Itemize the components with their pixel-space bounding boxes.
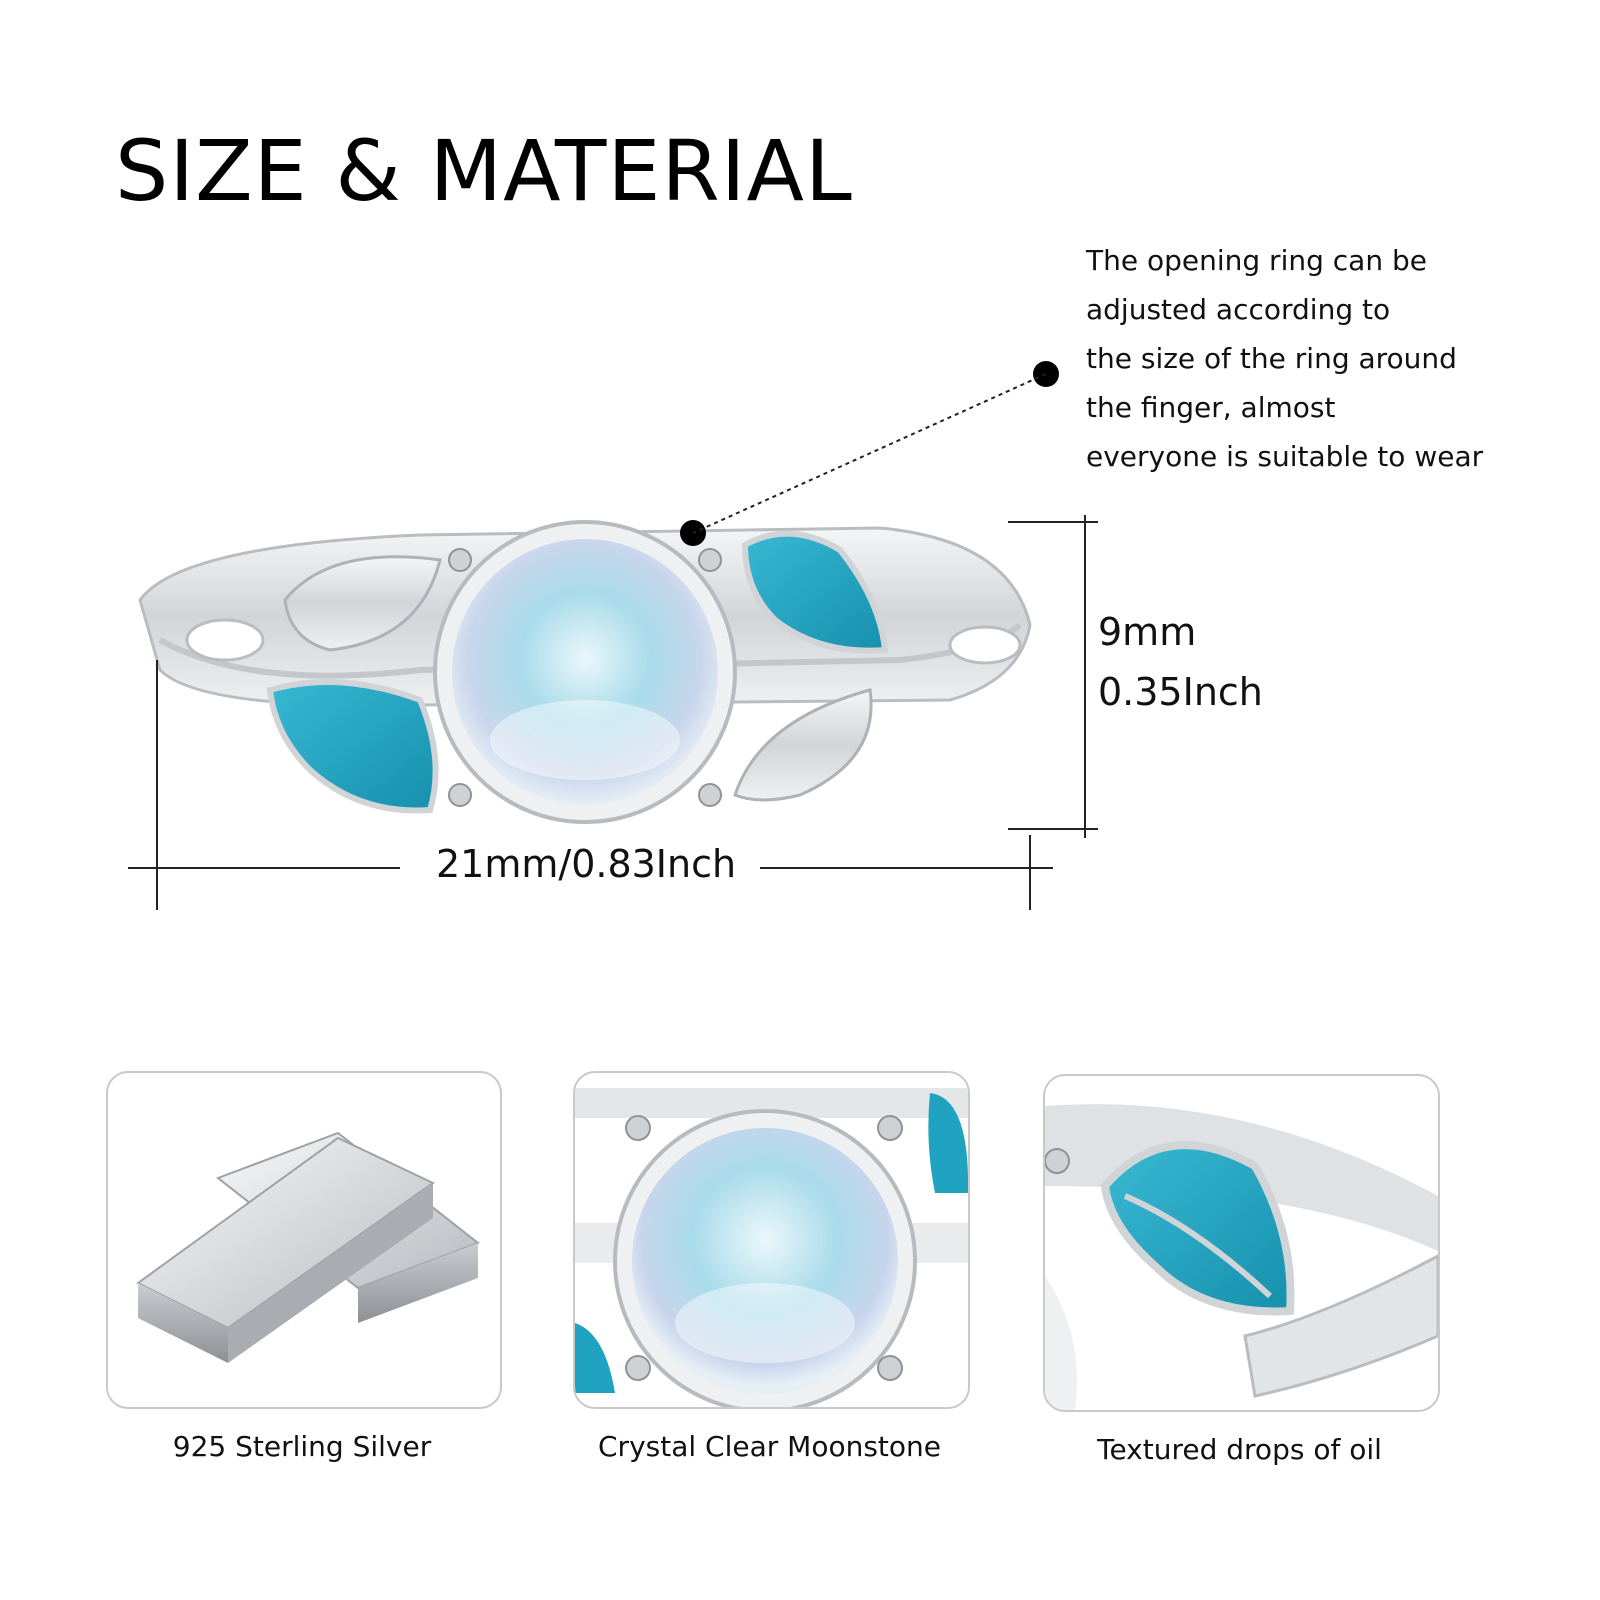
enamel-leaf-left [266, 679, 439, 814]
moonstone-closeup-image [575, 1088, 968, 1407]
height-dimension [1008, 515, 1098, 838]
prong [698, 548, 722, 572]
feature-caption-enamel: Textured drops of oil [1097, 1433, 1382, 1466]
description-line: everyone is suitable to wear [1086, 440, 1484, 473]
enamel-leaf-closeup-image [1045, 1104, 1438, 1410]
feature-card-silver [106, 1071, 502, 1409]
adjustable-description: The opening ring can be adjusted accordi… [1086, 236, 1483, 481]
page-title: SIZE & MATERIAL [115, 122, 853, 220]
silver-leaf-left [283, 555, 442, 652]
prong [448, 548, 472, 572]
feature-caption-moonstone: Crystal Clear Moonstone [598, 1430, 941, 1463]
height-inch-label: 0.35Inch [1098, 670, 1263, 714]
moonstone [452, 539, 718, 805]
enamel-leaf-right [741, 530, 889, 654]
feature-card-enamel [1043, 1074, 1440, 1412]
description-line: the finger, almost [1086, 391, 1336, 424]
ring-illustration [128, 361, 1098, 910]
feature-caption-silver: 925 Sterling Silver [172, 1430, 432, 1463]
prong [448, 783, 472, 807]
adjustable-callout [680, 361, 1059, 546]
height-mm-label: 9mm [1098, 610, 1197, 654]
width-dimension [128, 660, 1053, 910]
prong [698, 783, 722, 807]
description-line: the size of the ring around [1086, 342, 1457, 375]
width-label: 21mm/0.83Inch [436, 842, 737, 886]
description-line: The opening ring can be [1086, 244, 1427, 277]
silver-leaf-right [733, 688, 873, 802]
feature-card-moonstone [573, 1071, 970, 1409]
description-line: adjusted according to [1086, 293, 1391, 326]
silver-bars-image [136, 1131, 481, 1363]
